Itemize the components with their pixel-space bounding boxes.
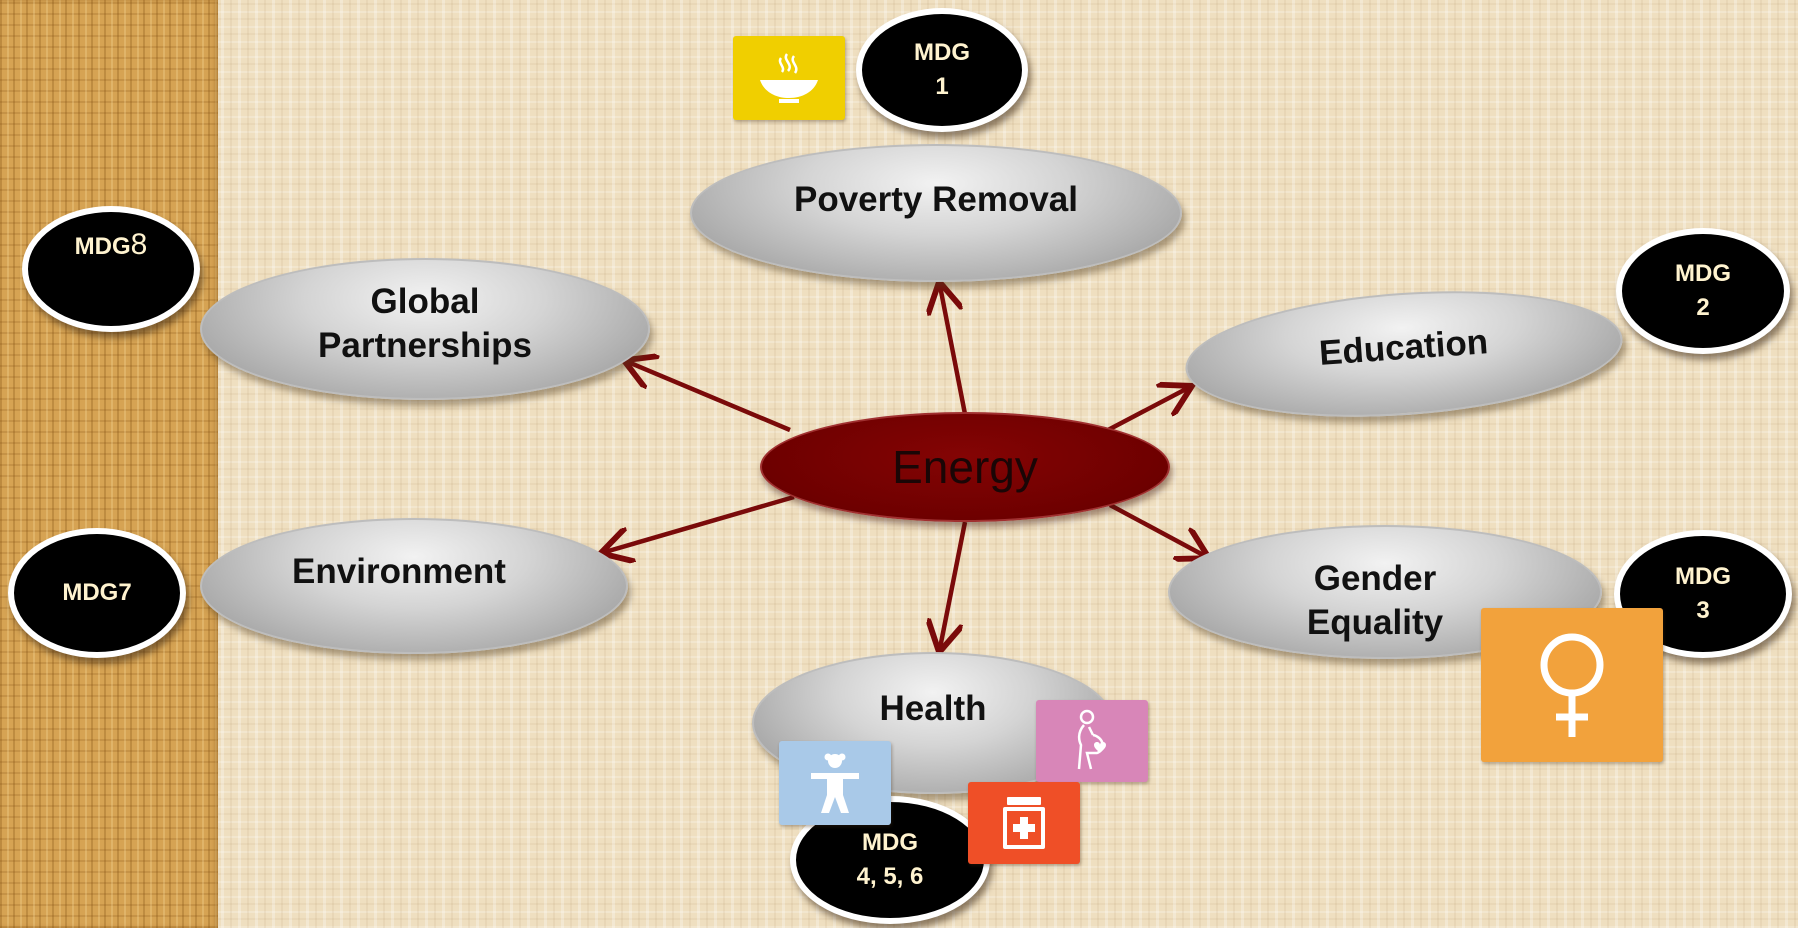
topic-poverty-removal: Poverty Removal (690, 144, 1182, 282)
badge-mdg8-prefix: MDG (74, 233, 131, 260)
pregnant-woman-icon (1036, 700, 1148, 782)
topic-health-label: Health (879, 689, 987, 728)
topic-global-label-line2: Partnerships (318, 326, 532, 365)
badge-mdg2: MDG 2 (1616, 228, 1790, 354)
center-energy-label: Energy (892, 441, 1038, 493)
badge-mdg1: MDG 1 (856, 8, 1028, 132)
arrow-to-poverty (940, 286, 968, 415)
topic-gender-label-line1: Gender (1313, 559, 1437, 599)
arrow-to-gender (1108, 503, 1205, 556)
topic-gender-label-line2: Equality (1306, 603, 1444, 642)
arrow-to-global (628, 362, 791, 433)
bowl-icon (733, 36, 845, 120)
female-symbol-icon (1481, 608, 1663, 762)
badge-mdg8-number: 8 (130, 228, 148, 261)
left-decorative-band (0, 0, 218, 928)
topic-environment-label: Environment (292, 552, 506, 591)
topic-poverty-label: Poverty Removal (793, 180, 1079, 219)
child-icon (779, 741, 891, 825)
badge-mdg7: MDG7 (8, 528, 186, 658)
topic-global-partnerships: Global Partnerships (200, 258, 650, 400)
center-energy: Energy (760, 412, 1170, 522)
topic-environment: Environment (200, 518, 628, 654)
arrow-to-health (940, 521, 968, 648)
topic-education-label: Education (1317, 322, 1490, 373)
topic-global-label-line1: Global (370, 282, 480, 322)
arrow-to-environment (605, 494, 795, 552)
arrow-to-education (1106, 388, 1188, 432)
medicine-bottle-icon (968, 782, 1080, 864)
